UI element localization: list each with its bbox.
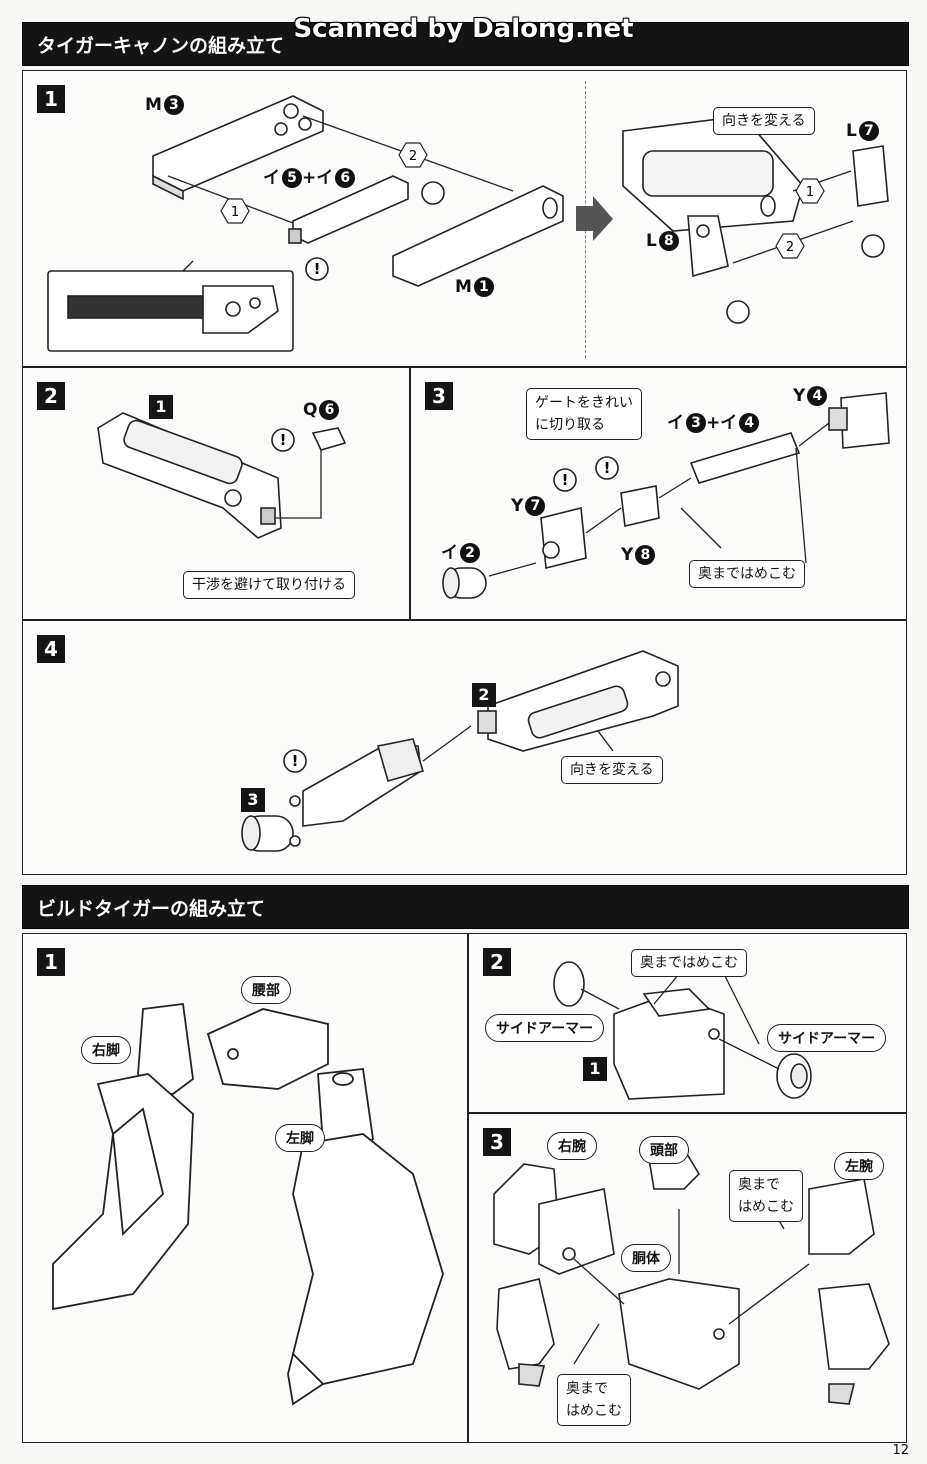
svg-text:!: ! — [314, 260, 321, 278]
step3-illustration: ! ! — [442, 392, 890, 599]
watermark: Scanned by Dalong.net — [293, 14, 634, 44]
label-side-armor-right: サイドアーマー — [767, 1024, 887, 1052]
glue-icon — [726, 300, 750, 324]
warning-icon — [283, 749, 307, 773]
build-step1-illustration — [52, 1002, 444, 1406]
svg-text:!: ! — [292, 752, 299, 770]
callout-turn: 向きを変える — [713, 107, 815, 135]
callout-push-in-arm: 奥まで はめこむ — [557, 1374, 631, 1426]
svg-text:!: ! — [604, 459, 611, 477]
ref-step-1: 1 — [149, 395, 173, 419]
label-torso: 胴体 — [621, 1244, 671, 1272]
seq-2-right: 2 — [786, 240, 794, 255]
section-header-build-tiger: ビルドタイガーの組み立て — [22, 885, 909, 929]
step-number: 2 — [37, 382, 65, 410]
warning-icon — [271, 428, 295, 452]
warning-icon — [595, 456, 619, 480]
section-title: タイガーキャノンの組み立て — [37, 35, 285, 57]
callout-push-in: 奥まではめこむ — [631, 949, 747, 977]
step-panel-4: 4 ! 2 3 向きを変える — [22, 620, 907, 875]
step-panel-1: 1 — [22, 70, 907, 367]
callout-push-in-head: 奥まで はめこむ — [729, 1170, 803, 1222]
build-step2-illustration — [553, 961, 812, 1100]
step-number: 3 — [425, 382, 453, 410]
callout-turn: 向きを変える — [561, 756, 663, 784]
label-right-leg: 右脚 — [81, 1036, 131, 1064]
step1-illustration: 1 2 1 2 ! — [47, 95, 889, 352]
step-number: 3 — [483, 1128, 511, 1156]
section-header-tiger-cannon: タイガーキャノンの組み立て — [22, 22, 909, 66]
build-step-panel-3: 3 右腕 頭部 左腕 胴体 奥まで はめこむ 奥まで はめこむ — [468, 1113, 907, 1443]
build-step-panel-1: 1 腰部 右脚 左脚 — [22, 933, 468, 1443]
warning-icon — [305, 257, 329, 281]
svg-text:!: ! — [280, 431, 287, 449]
step2-illustration: ! — [97, 412, 347, 539]
label-right-arm: 右腕 — [547, 1132, 597, 1160]
seq-2: 2 — [409, 149, 417, 164]
label-head: 頭部 — [639, 1136, 689, 1164]
label-side-armor-left: サイドアーマー — [485, 1014, 605, 1042]
build-step-panel-2: 2 奥まではめこむ サイドアーマー サイドアーマー 1 — [468, 933, 907, 1113]
section-title: ビルドタイガーの組み立て — [37, 898, 266, 920]
label-waist: 腰部 — [241, 976, 291, 1004]
ref-step-1: 1 — [583, 1057, 607, 1081]
warning-icon — [553, 468, 577, 492]
glue-icon — [421, 181, 445, 205]
label-left-leg: 左脚 — [275, 1124, 325, 1152]
build-step3-illustration — [493, 1148, 890, 1405]
callout-push-in: 奥まではめこむ — [689, 560, 805, 588]
seq-1-right: 1 — [806, 185, 814, 200]
ref-step-3: 3 — [241, 788, 265, 812]
page-number: 12 — [892, 1443, 909, 1458]
label-left-arm: 左腕 — [834, 1152, 884, 1180]
callout-avoid-interference: 干渉を避けて取り付ける — [183, 571, 355, 599]
svg-text:!: ! — [562, 471, 569, 489]
step-number: 4 — [37, 635, 65, 663]
step-number: 1 — [37, 85, 65, 113]
callout-gate-trim: ゲートをきれい に切り取る — [526, 388, 642, 440]
step4-illustration: ! — [241, 650, 679, 852]
seq-1: 1 — [231, 205, 239, 220]
step-number: 1 — [37, 948, 65, 976]
glue-icon — [861, 234, 885, 258]
step-number: 2 — [483, 948, 511, 976]
ref-step-2: 2 — [472, 683, 496, 707]
